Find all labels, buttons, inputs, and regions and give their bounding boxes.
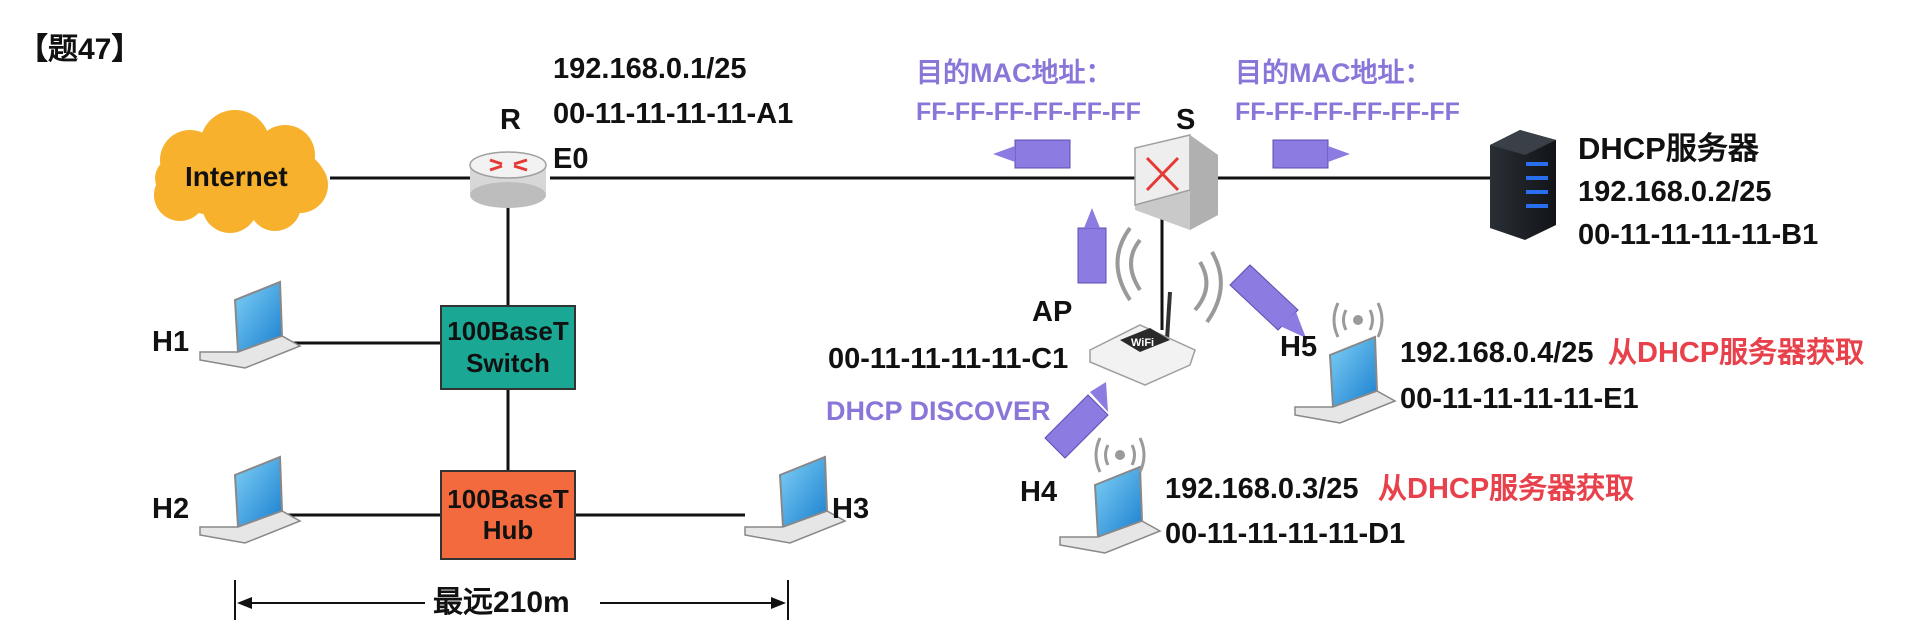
dhcp-server-mac: 00-11-11-11-11-B1: [1578, 219, 1819, 251]
laptop-h3-icon: [744, 455, 847, 544]
switch-box-line1: 100BaseT: [447, 316, 569, 347]
switch-s-name: S: [1176, 104, 1196, 136]
ap-wifi-waves-icon: [1115, 226, 1223, 324]
h3-name: H3: [832, 493, 870, 525]
connection-lines: [280, 176, 1490, 517]
h4-name: H4: [1020, 476, 1058, 508]
h5-ip: 192.168.0.4/25: [1400, 337, 1594, 369]
ap-name: AP: [1032, 296, 1073, 328]
h5-mac: 00-11-11-11-11-E1: [1400, 383, 1639, 415]
router-ip: 192.168.0.1/25: [553, 53, 747, 85]
router-name: R: [500, 104, 521, 136]
dhcp-server-icon: [1490, 130, 1556, 240]
internet-cloud-icon: [154, 110, 328, 233]
dhcp-server-name: DHCP服务器: [1578, 131, 1759, 166]
h4-mac: 00-11-11-11-11-D1: [1165, 518, 1406, 550]
router-icon: [469, 151, 547, 208]
laptop-h1-icon: [199, 280, 302, 369]
h4-ip-note: 从DHCP服务器获取: [1378, 473, 1635, 505]
arrow-up-icon: [1077, 208, 1107, 284]
switch-100basetx-box: 100BaseT Switch: [440, 305, 576, 390]
hub-100basetx-box: 100BaseT Hub: [440, 470, 576, 560]
dhcp-server-ip: 192.168.0.2/25: [1578, 176, 1772, 208]
h5-name: H5: [1280, 331, 1318, 363]
ap-mac: 00-11-11-11-11-C1: [828, 343, 1069, 375]
dst-mac-right-caption: 目的MAC地址：: [1235, 58, 1432, 88]
ap-wifi-label: WiFi: [1131, 337, 1154, 349]
arrow-diagonal-h4-to-ap-icon: [1044, 382, 1109, 459]
router-mac: 00-11-11-11-11-A1: [553, 98, 794, 130]
switch-box-line2: Switch: [466, 347, 550, 378]
arrow-left-icon: [993, 139, 1071, 169]
laptop-h2-icon: [199, 455, 302, 544]
ap-icon: WiFi: [1089, 226, 1223, 386]
laptop-h5-icon: [1294, 302, 1397, 424]
dhcp-discover-label: DHCP DISCOVER: [826, 396, 1051, 426]
switch-s-icon: [1134, 134, 1218, 230]
h4-ip: 192.168.0.3/25: [1165, 473, 1359, 505]
distance-dimension-line: [234, 580, 789, 620]
dst-mac-left-value: FF-FF-FF-FF-FF-FF: [916, 98, 1141, 126]
laptop-h4-icon: [1059, 437, 1162, 554]
h1-name: H1: [152, 326, 190, 358]
arrow-right-icon: [1272, 139, 1350, 169]
distance-label: 最远210m: [433, 586, 570, 619]
dst-mac-right-value: FF-FF-FF-FF-FF-FF: [1235, 98, 1460, 126]
h5-wifi-icon: [1332, 302, 1384, 338]
hub-box-line1: 100BaseT: [447, 483, 569, 514]
internet-label: Internet: [185, 161, 288, 192]
h4-wifi-icon: [1094, 437, 1146, 473]
arrow-diagonal-ap-to-h5-icon: [1229, 264, 1306, 338]
h5-ip-note: 从DHCP服务器获取: [1608, 337, 1865, 369]
question-title: 【题47】: [18, 33, 142, 66]
dst-mac-left-caption: 目的MAC地址：: [916, 58, 1113, 88]
hub-box-line2: Hub: [482, 515, 534, 545]
router-port: E0: [553, 143, 589, 175]
h2-name: H2: [152, 493, 190, 525]
